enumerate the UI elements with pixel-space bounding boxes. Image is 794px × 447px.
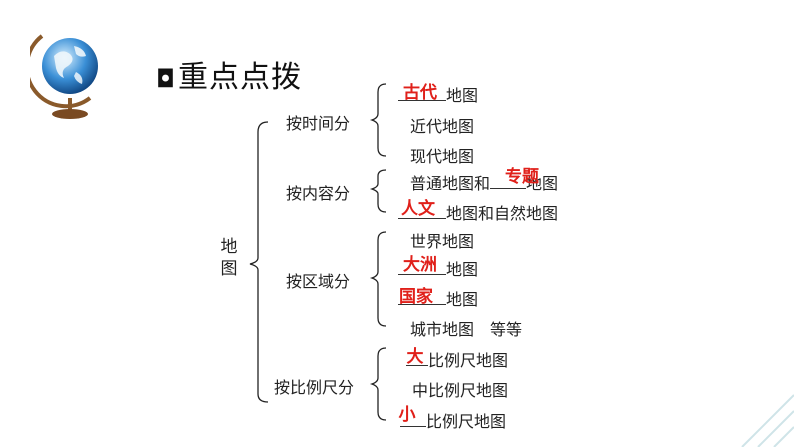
category-region: 按区域分 [286, 272, 351, 291]
scale-brace [369, 347, 387, 421]
corner-decoration-lines [741, 394, 794, 447]
item-city-map: 城市地图 等等 [410, 320, 523, 339]
blank-line [490, 174, 527, 189]
item-general-special: 普通地图和 地图 [410, 170, 558, 194]
region-brace [369, 231, 387, 327]
blank-line [398, 260, 446, 275]
globe-icon [30, 34, 98, 119]
blank-line [398, 204, 446, 219]
title-marker: ◘ [156, 65, 176, 93]
category-time: 按时间分 [286, 114, 351, 133]
item-modern-early: 近代地图 [410, 117, 475, 136]
category-scale: 按比例尺分 [274, 378, 355, 397]
answer-country: 国家 [399, 287, 433, 307]
blank-line [398, 86, 446, 101]
answer-continent: 大洲 [403, 255, 437, 275]
content-brace [369, 169, 387, 213]
item-small-scale: 比例尺地图 [400, 408, 506, 432]
item-large-suffix: 比例尺地图 [428, 351, 509, 370]
time-brace [369, 83, 387, 157]
title-text: 重点点拨 [177, 60, 302, 95]
answer-small: 小 [398, 405, 416, 425]
item-country-map: 地图 [398, 286, 478, 310]
answer-ancient: 古代 [403, 83, 437, 103]
answer-human: 人文 [401, 199, 435, 219]
item-large-scale: 比例尺地图 [406, 347, 508, 371]
item-small-suffix: 比例尺地图 [426, 412, 507, 431]
item-world-map: 世界地图 [410, 232, 475, 251]
item-continent-suffix: 地图 [446, 260, 479, 279]
answer-large: 大 [406, 347, 424, 367]
item-ancient-suffix: 地图 [446, 86, 479, 105]
item-human-suffix: 地图和自然地图 [446, 204, 559, 223]
blank-line [406, 351, 428, 366]
item-medium-scale: 中比例尺地图 [412, 381, 509, 400]
category-content: 按内容分 [286, 184, 351, 203]
blank-line [400, 412, 426, 427]
item-ancient-map: 地图 [398, 82, 478, 106]
root-label: 地图 [220, 237, 238, 279]
item-special-suffix: 地图 [526, 174, 559, 193]
section-title: ◘重点点拨 [156, 52, 302, 96]
item-continent-map: 地图 [398, 256, 478, 280]
answer-thematic: 专题 [505, 167, 539, 187]
main-brace [249, 121, 269, 403]
item-modern-current: 现代地图 [410, 147, 475, 166]
item-human-natural: 地图和自然地图 [398, 200, 558, 224]
item-country-suffix: 地图 [446, 290, 479, 309]
blank-line [398, 290, 446, 305]
item-general-prefix: 普通地图和 [410, 174, 491, 193]
